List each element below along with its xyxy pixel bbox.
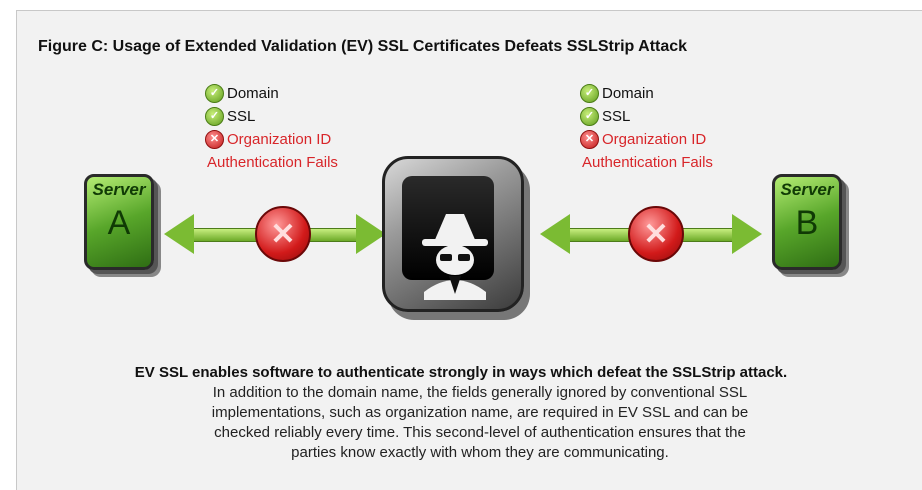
check-row: ✕ Organization ID [580,128,713,151]
cross-icon: ✕ [580,130,599,149]
checkmark-icon: ✓ [205,84,224,103]
blocked-icon: ✕ [628,206,684,262]
spy-icon [422,214,488,300]
check-row: ✓ Domain [205,82,338,105]
server-b-face [772,174,842,270]
attacker-monitor [376,150,534,322]
blocked-icon: ✕ [255,206,311,262]
check-row: ✕ Organization ID [205,128,338,151]
check-label: Organization ID [602,131,707,148]
cross-icon: ✕ [205,130,224,149]
left-check-list: ✓ Domain ✓ SSL ✕ Organization ID Authent… [205,82,338,174]
caption-body: In addition to the domain name, the fiel… [211,384,749,461]
check-label: Domain [227,85,279,102]
check-row: ✓ SSL [580,105,713,128]
server-a: Server A [76,166,162,276]
server-b: Server B [764,166,850,276]
server-a-face [84,174,154,270]
checkmark-icon: ✓ [580,107,599,126]
right-check-list: ✓ Domain ✓ SSL ✕ Organization ID Authent… [580,82,713,174]
server-a-label: Server [92,180,146,199]
arrow-head-left [164,214,194,254]
figure-title: Figure C: Usage of Extended Validation (… [38,38,688,55]
server-a-letter: A [107,204,131,242]
failure-text: Authentication Fails [207,154,338,171]
arrow-head-left [540,214,570,254]
failure-text: Authentication Fails [582,154,713,171]
arrow-head-right [732,214,762,254]
check-label: SSL [602,108,631,125]
server-b-letter: B [795,204,819,242]
caption-headline: EV SSL enables software to authenticate … [134,364,788,381]
checkmark-icon: ✓ [205,107,224,126]
server-b-label: Server [780,180,834,199]
check-label: Organization ID [227,131,332,148]
check-label: SSL [227,108,256,125]
check-label: Domain [602,85,654,102]
check-row: ✓ SSL [205,105,338,128]
check-row: ✓ Domain [580,82,713,105]
checkmark-icon: ✓ [580,84,599,103]
arrow-head-right [356,214,386,254]
